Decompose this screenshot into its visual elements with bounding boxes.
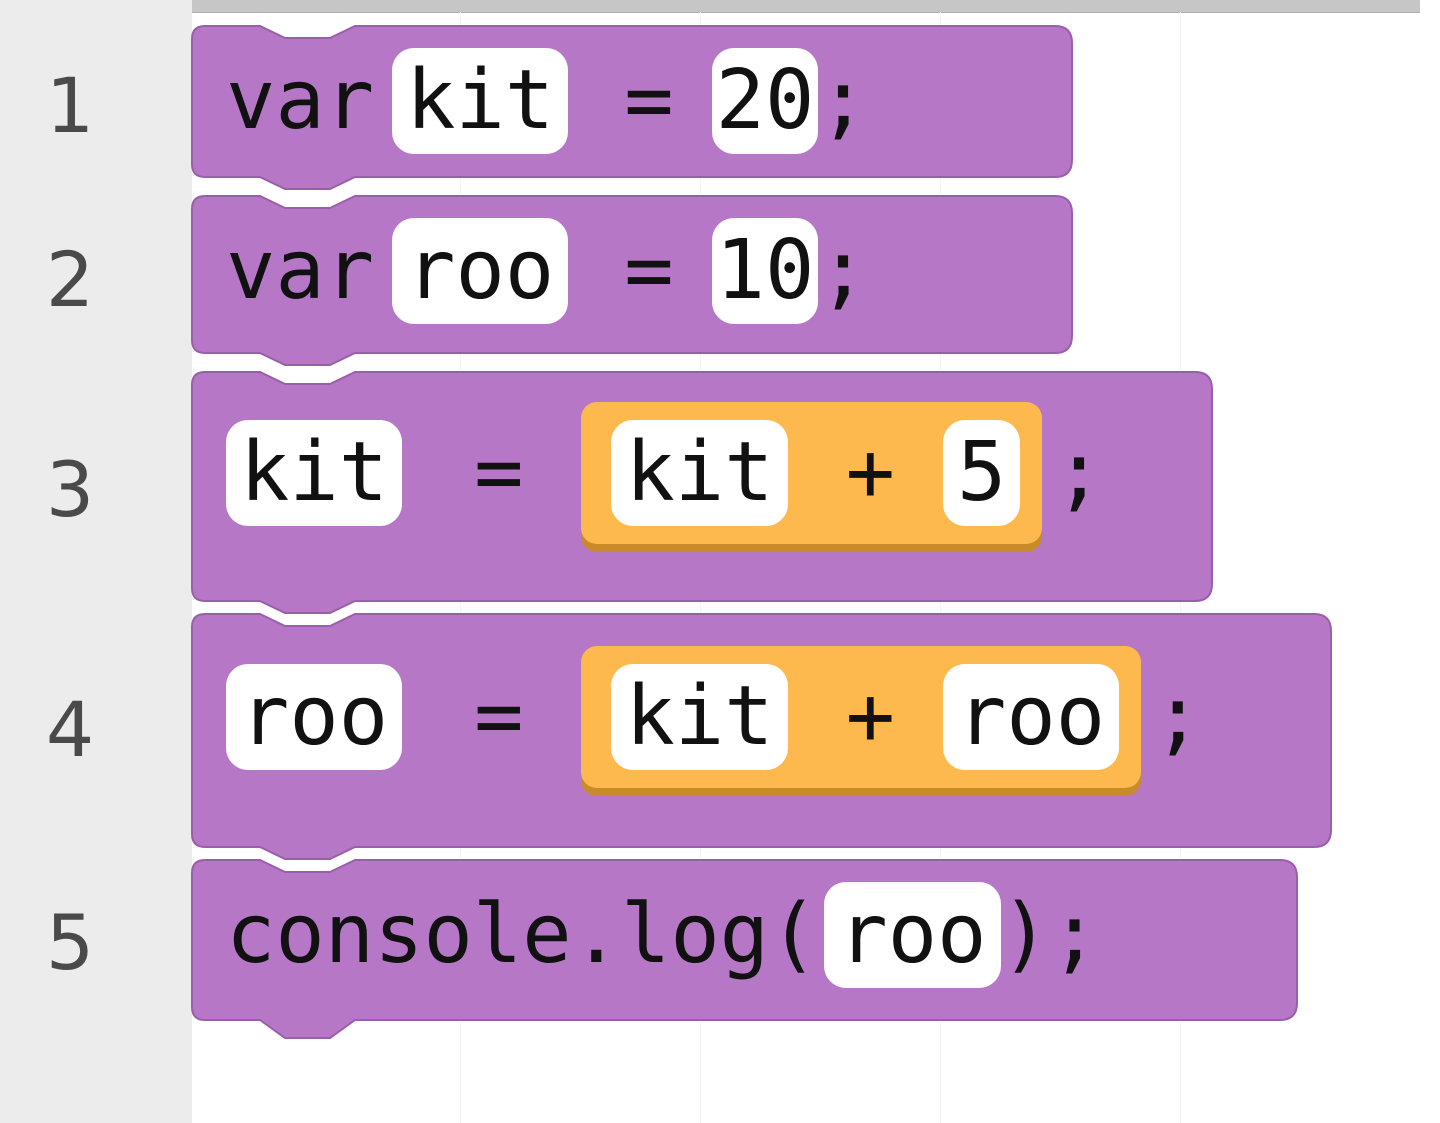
statement-block-5[interactable]: console.log( roo ); <box>226 882 1099 988</box>
line-number-2: 2 <box>45 235 95 324</box>
keyword-var: var <box>226 53 375 148</box>
statement-block-3[interactable]: kit = kit + 5 ; <box>226 402 1104 544</box>
statement-terminator: ; <box>1153 669 1203 764</box>
variable-name-field[interactable]: kit <box>392 48 569 154</box>
left-operand-field[interactable]: kit <box>611 664 788 770</box>
plus-operator: + <box>845 425 895 520</box>
block-shape-line-5[interactable] <box>191 859 1298 1039</box>
call-close: ); <box>1000 887 1100 982</box>
number-value-field[interactable]: 20 <box>711 48 819 154</box>
function-callee: console.log( <box>226 887 819 982</box>
left-operand-field[interactable]: kit <box>611 420 788 526</box>
line-number-1: 1 <box>45 61 95 150</box>
line-number-5: 5 <box>45 898 95 987</box>
line-number-3: 3 <box>45 445 95 534</box>
assign-target-field[interactable]: kit <box>226 420 403 526</box>
keyword-var: var <box>226 223 375 318</box>
addition-expression-block[interactable]: kit + roo <box>581 646 1142 788</box>
statement-block-1[interactable]: var kit = 20 ; <box>226 48 868 154</box>
assign-operator: = <box>474 425 524 520</box>
assign-operator: = <box>624 223 674 318</box>
plus-operator: + <box>845 669 895 764</box>
assign-operator: = <box>474 669 524 764</box>
variable-name-field[interactable]: roo <box>392 218 569 324</box>
line-number-4: 4 <box>45 685 95 774</box>
log-argument-field[interactable]: roo <box>824 882 1001 988</box>
assign-operator: = <box>624 53 674 148</box>
statement-terminator: ; <box>1054 425 1104 520</box>
statement-terminator: ; <box>818 223 868 318</box>
number-value-field[interactable]: 10 <box>711 218 819 324</box>
assign-target-field[interactable]: roo <box>226 664 403 770</box>
right-operand-field[interactable]: 5 <box>942 420 1021 526</box>
workspace-top-border <box>192 0 1420 13</box>
right-operand-field[interactable]: roo <box>942 664 1120 770</box>
statement-block-2[interactable]: var roo = 10 ; <box>226 218 868 324</box>
line-number-gutter <box>0 0 192 1123</box>
addition-expression-block[interactable]: kit + 5 <box>581 402 1043 544</box>
statement-block-4[interactable]: roo = kit + roo ; <box>226 646 1202 788</box>
statement-terminator: ; <box>818 53 868 148</box>
